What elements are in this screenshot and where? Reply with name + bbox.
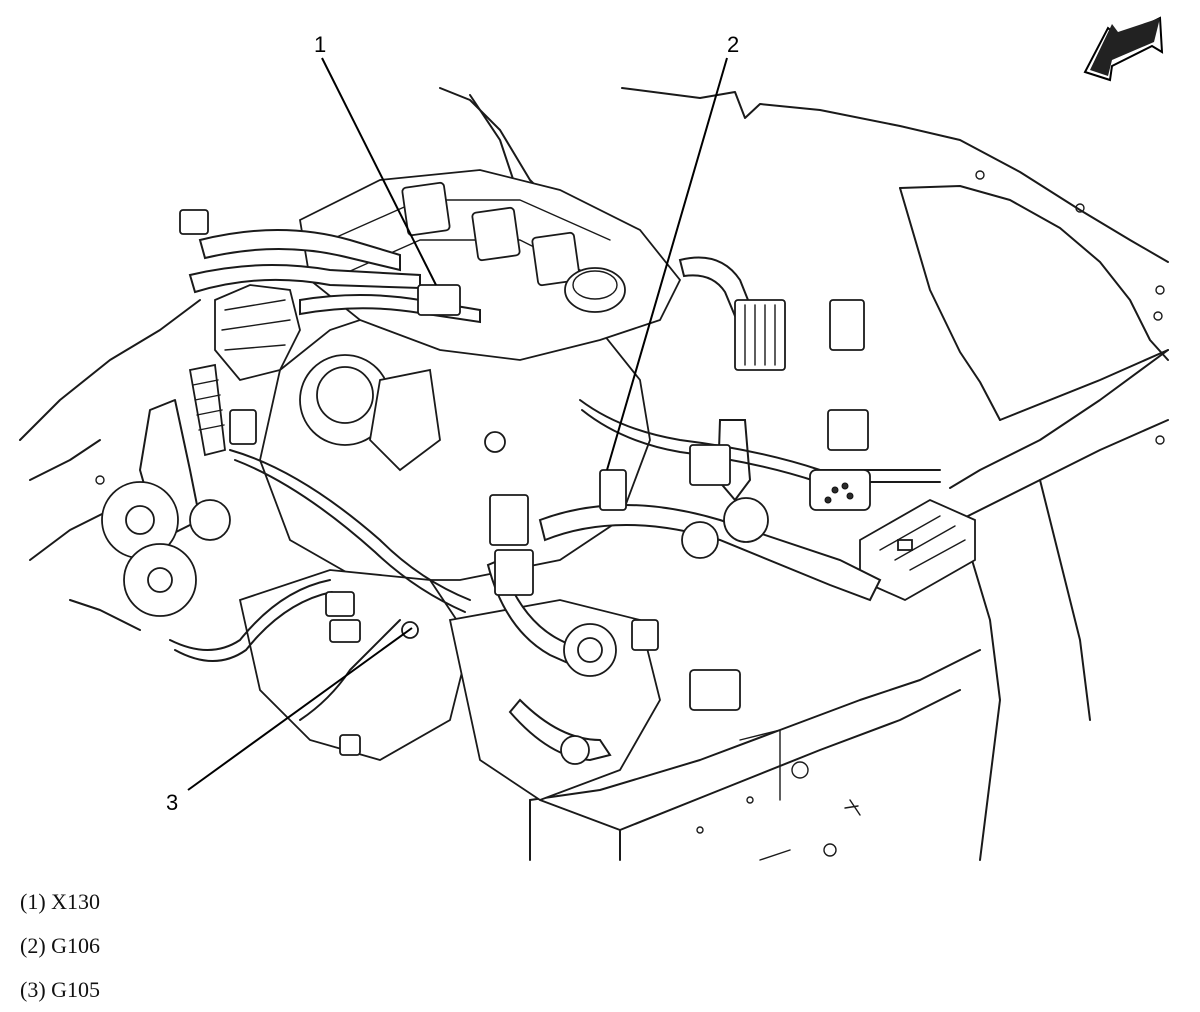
legend-code: G106 [51, 933, 101, 958]
callout-3-label: 3 [166, 790, 178, 815]
callout-1-label: 1 [314, 32, 326, 57]
callout-2-label: 2 [727, 32, 739, 57]
legend-code: X130 [51, 889, 101, 914]
legend-number: (2) [20, 933, 46, 958]
front-support-structure [529, 649, 981, 861]
legend-row: (3) G105 [20, 968, 420, 1012]
throttle-body [299, 354, 441, 472]
valve-cover [299, 169, 682, 361]
engine-compartment-diagram: 1 2 3 [19, 16, 1169, 861]
vehicle-body-outline [19, 87, 1169, 861]
legend: (1) X130 (2) G106 (3) G105 [20, 880, 420, 1012]
legend-number: (1) [20, 889, 46, 914]
callout-3: 3 [166, 627, 413, 815]
intake-manifold [214, 284, 301, 382]
callout-1: 1 [314, 32, 437, 286]
engine-block [238, 299, 661, 802]
legend-row: (2) G106 [20, 924, 420, 968]
legend-row: (1) X130 [20, 880, 420, 924]
callout-2: 2 [606, 32, 739, 471]
accessory-belt [101, 363, 231, 617]
legend-code: G105 [51, 977, 101, 1002]
front-direction-arrow-icon [1083, 16, 1164, 82]
connectors [179, 209, 871, 765]
legend-number: (3) [20, 977, 46, 1002]
